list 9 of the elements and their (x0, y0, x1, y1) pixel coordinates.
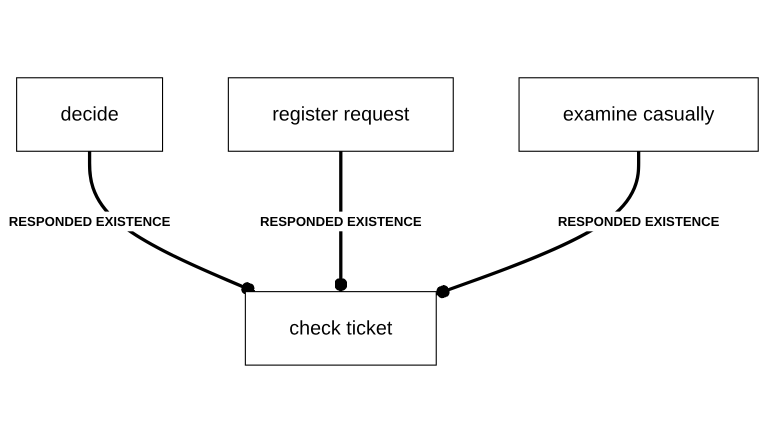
edge-label: RESPONDED EXISTENCE (558, 213, 720, 229)
connector (436, 150, 640, 298)
node-box: register request (228, 76, 454, 152)
node-box: examine casually (518, 76, 759, 152)
edge-label: RESPONDED EXISTENCE (8, 213, 170, 229)
node-box: check ticket (244, 290, 437, 366)
node-box: decide (16, 76, 164, 152)
connector (88, 150, 256, 295)
edge-label: RESPONDED EXISTENCE (260, 213, 422, 229)
